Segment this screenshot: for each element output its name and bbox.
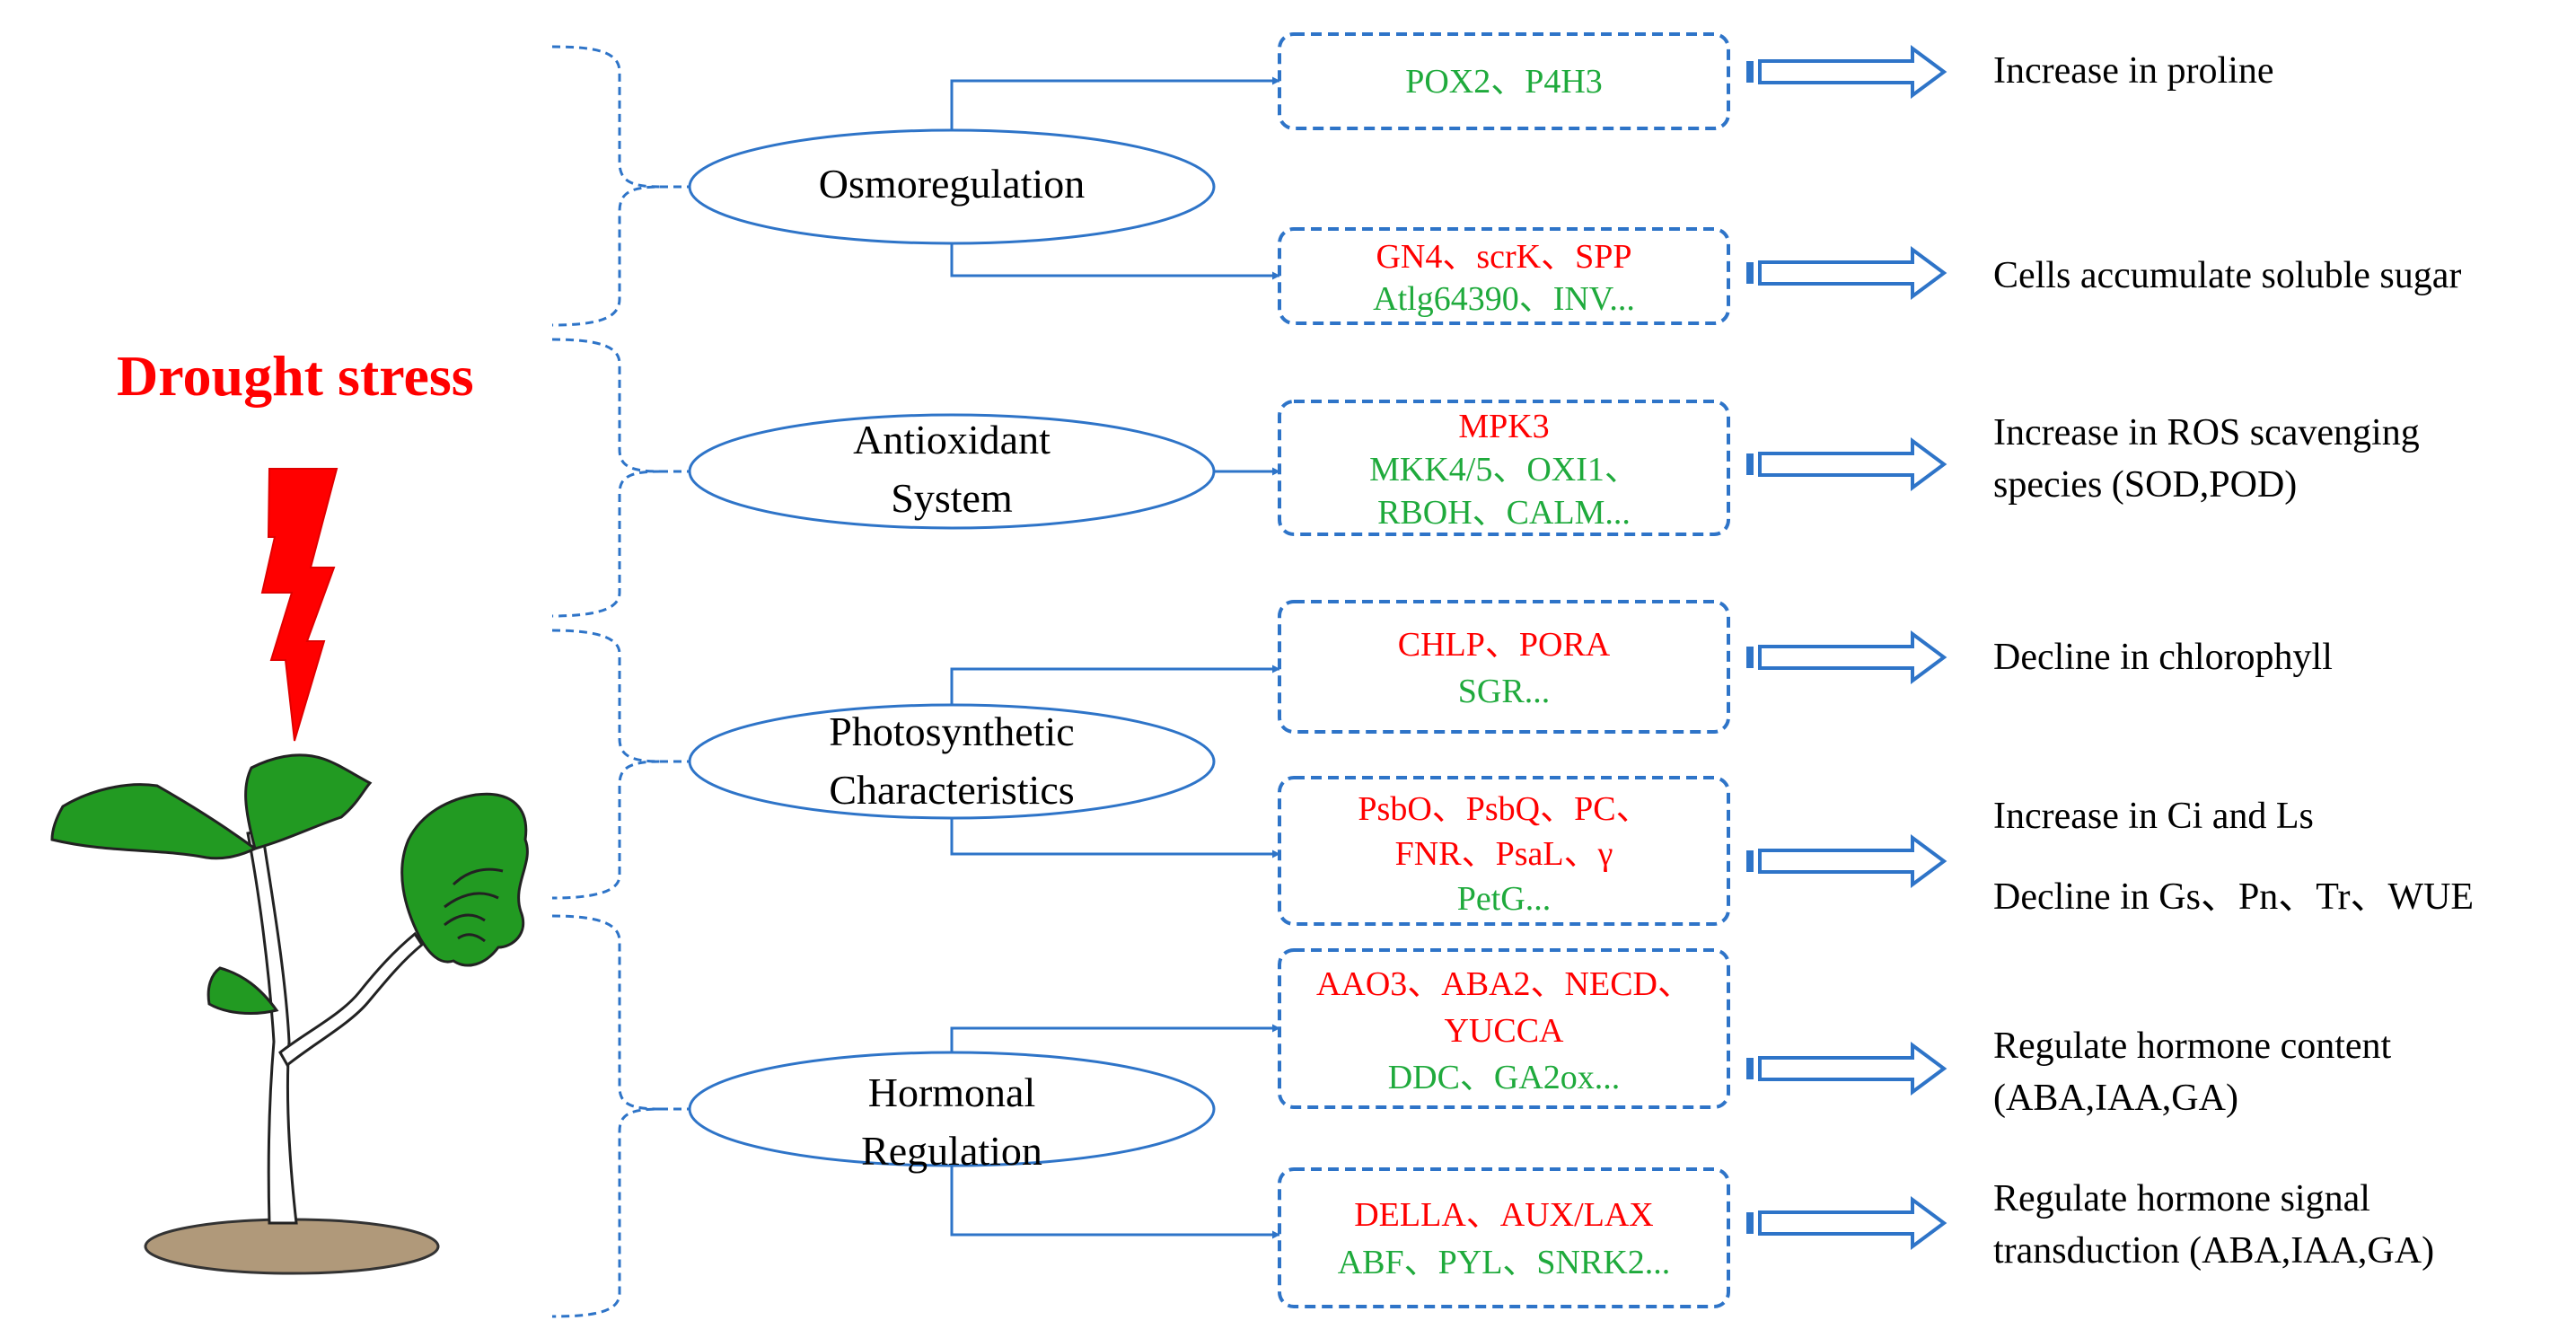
gene-list-green: MKK4/5、OXI1、 (1369, 451, 1639, 489)
block-arrow-icon (1746, 630, 1947, 684)
gene-list-red: CHLP、PORA (1398, 626, 1611, 664)
category-osmoregulation: Osmoregulation (688, 128, 1216, 245)
connector-arrow (950, 243, 1280, 280)
category-label: Photosynthetic (829, 709, 1074, 754)
category-hormonal: Hormonal Regulation (688, 1051, 1216, 1174)
gene-box: AAO3、ABA2、NECD、 YUCCA DDC、GA2ox... (1278, 948, 1730, 1109)
connector-arrow (950, 1024, 1280, 1052)
gene-list-green-line2: RBOH、CALM... (1377, 494, 1631, 532)
block-arrow-icon (1746, 246, 1947, 300)
effect-text: Decline in Gs、Pn、Tr、WUE (1993, 876, 2474, 918)
block-arrow-icon (1746, 437, 1947, 491)
brace-hormonal (551, 914, 661, 1318)
gene-list-red: PsbO、PsbQ、PC、 (1358, 790, 1649, 828)
category-label: Osmoregulation (819, 161, 1085, 207)
category-antioxidant: Antioxidant System (688, 413, 1216, 530)
gene-box: PsbO、PsbQ、PC、 FNR、PsaL、γ PetG... (1278, 776, 1730, 926)
gene-box: POX2、P4H3 (1278, 32, 1730, 130)
connector-arrow (950, 1166, 1280, 1239)
effect-text: Regulate hormone content (1993, 1026, 2392, 1067)
gene-list-green: DDC、GA2ox... (1388, 1059, 1621, 1096)
category-label: Hormonal (868, 1070, 1036, 1115)
gene-list-red-line2: YUCCA (1444, 1012, 1564, 1050)
effects: Increase in proline Cells accumulate sol… (1993, 50, 2474, 1272)
gene-boxes: POX2、P4H3 GN4、scrK、SPP Atlg64390、INV... … (1278, 32, 1730, 1308)
gene-box: CHLP、PORA SGR... (1278, 600, 1730, 734)
category-braces (551, 45, 690, 1318)
brace-osmoregulation (551, 45, 661, 327)
plant-leaf-top-left (50, 783, 258, 860)
gene-list-red-line2: FNR、PsaL、γ (1395, 835, 1613, 873)
plant-leaf-wilted (400, 792, 529, 967)
gene-list-red: MPK3 (1458, 408, 1549, 445)
gene-list-green: ABF、PYL、SNRK2... (1338, 1244, 1671, 1281)
page-title: Drought stress (117, 344, 474, 408)
gene-box: DELLA、AUX/LAX ABF、PYL、SNRK2... (1278, 1167, 1730, 1308)
brace-photosynthetic (551, 629, 661, 900)
category-label: Antioxidant (853, 417, 1051, 462)
plant-leaf-top-right (244, 753, 373, 850)
effect-text: Increase in ROS scavenging (1993, 412, 2420, 453)
connector-arrow (950, 76, 1280, 130)
effect-text-line2: (ABA,IAA,GA) (1993, 1078, 2238, 1119)
effect-text-line2: species (SOD,POD) (1993, 464, 2297, 506)
effect-text: Decline in chlorophyll (1993, 637, 2333, 678)
gene-list-red: DELLA、AUX/LAX (1354, 1196, 1654, 1234)
lightning-bolt-icon (260, 468, 338, 742)
gene-list-green: PetG... (1457, 880, 1552, 918)
soil-mound (144, 1218, 440, 1275)
gene-list-red: AAO3、ABA2、NECD、 (1316, 965, 1692, 1003)
block-arrow-icon (1746, 45, 1947, 99)
connector-arrow (950, 665, 1280, 705)
category-photosynthetic: Photosynthetic Characteristics (688, 703, 1216, 820)
gene-list-green: Atlg64390、INV... (1373, 280, 1635, 318)
gene-list-green: POX2、P4H3 (1405, 63, 1603, 101)
effect-text: Increase in Ci and Ls (1993, 796, 2314, 837)
category-ellipses: Osmoregulation Antioxidant System Photos… (688, 128, 1216, 1174)
block-arrow-icon (1746, 834, 1947, 888)
effect-text-line2: transduction (ABA,IAA,GA) (1993, 1230, 2434, 1272)
block-arrow-icon (1746, 1042, 1947, 1096)
plant-illustration (50, 753, 529, 1275)
category-label-line2: Characteristics (829, 767, 1074, 813)
plant-branch (278, 931, 425, 1068)
result-arrows (1746, 45, 1947, 1250)
gene-box: GN4、scrK、SPP Atlg64390、INV... (1278, 227, 1730, 325)
plant-leaf-small (207, 966, 279, 1016)
connector-arrow (950, 818, 1280, 858)
gene-box: MPK3 MKK4/5、OXI1、 RBOH、CALM... (1278, 400, 1730, 536)
plant-stem (246, 829, 298, 1225)
category-label-line2: System (891, 475, 1013, 521)
connector-arrows (950, 76, 1280, 1239)
gene-list-green: SGR... (1458, 673, 1550, 710)
effect-text: Cells accumulate soluble sugar (1993, 255, 2461, 296)
effect-text: Increase in proline (1993, 50, 2274, 92)
gene-list-red: GN4、scrK、SPP (1376, 238, 1631, 276)
brace-antioxidant (551, 338, 661, 618)
block-arrow-icon (1746, 1196, 1947, 1250)
effect-text: Regulate hormone signal (1993, 1178, 2370, 1219)
